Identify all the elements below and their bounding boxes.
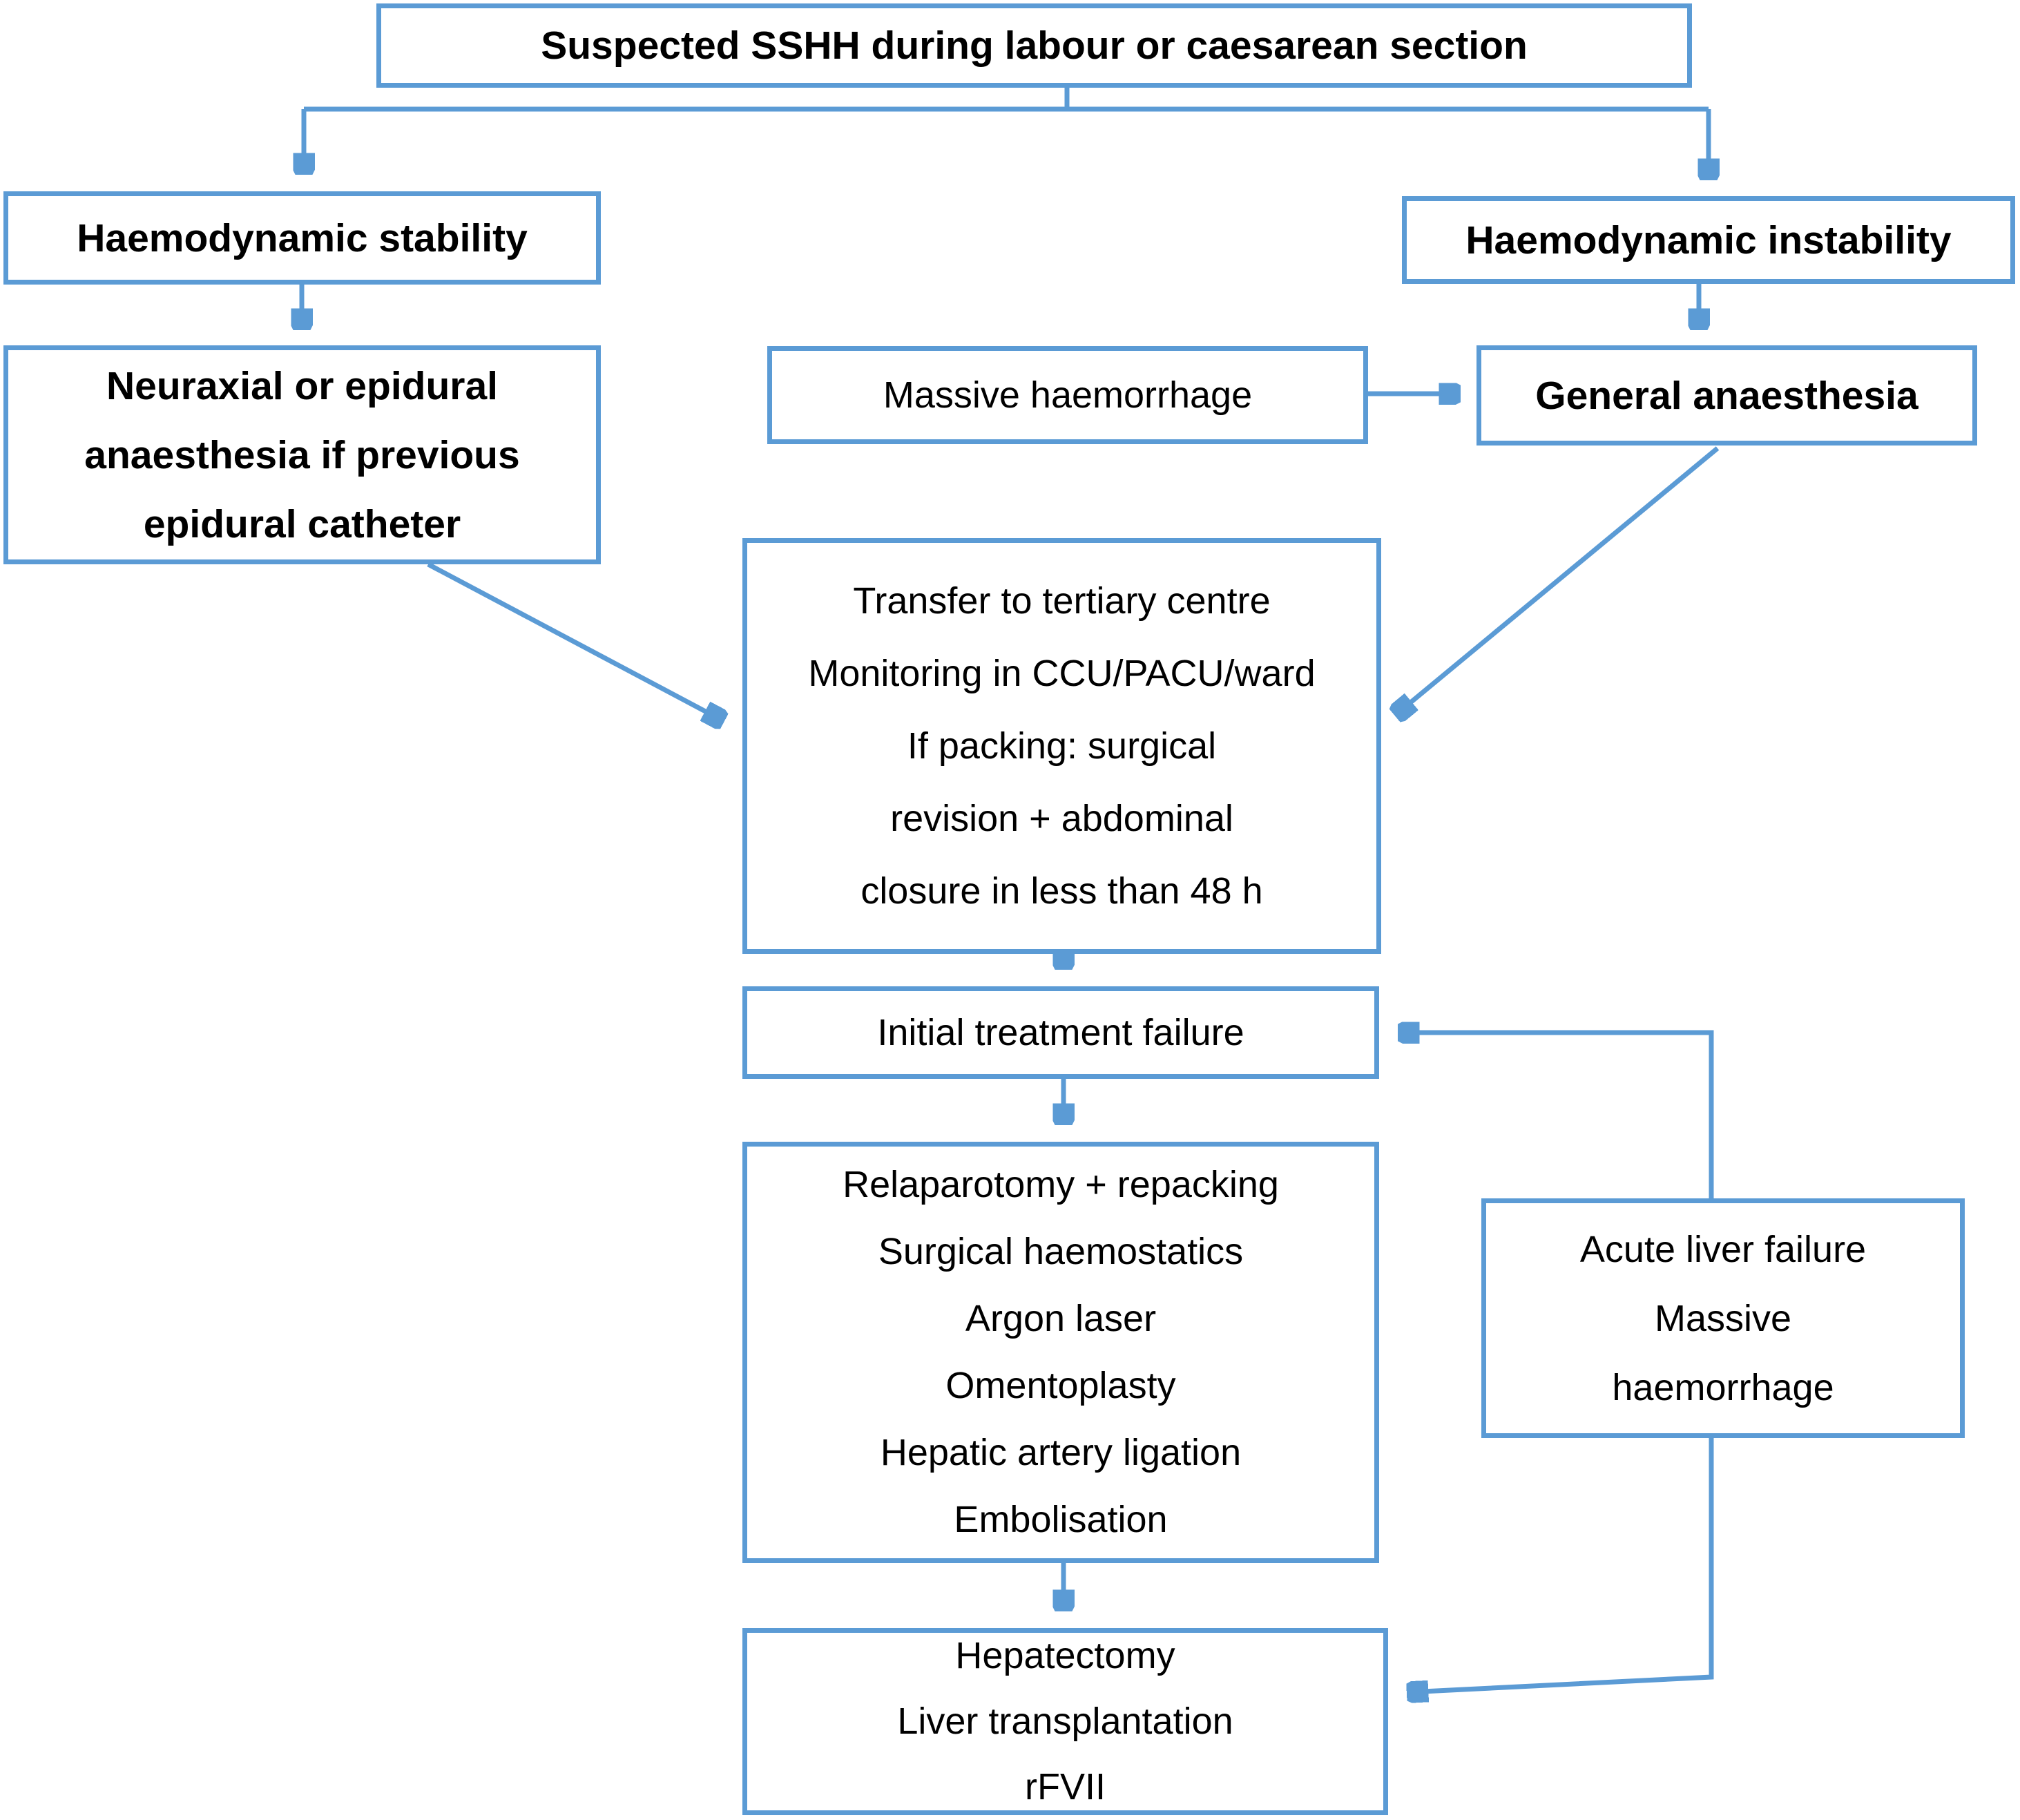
node-neuraxial-line: epidural catheter	[143, 501, 461, 546]
node-transfer-line: closure in less than 48 h	[860, 870, 1263, 912]
node-acute-line: haemorrhage	[1612, 1366, 1834, 1408]
node-haemodynamic-stability: Haemodynamic stability	[3, 191, 601, 285]
node-massive-haemorrhage: Massive haemorrhage	[767, 346, 1368, 444]
node-general-anaesthesia-label: General anaesthesia	[1535, 373, 1918, 418]
node-massive-haemorrhage-label: Massive haemorrhage	[883, 374, 1253, 416]
node-hepatectomy-line: rFVII	[1025, 1766, 1106, 1808]
node-relaparotomy-line: Hepatic artery ligation	[880, 1432, 1242, 1473]
node-haemodynamic-instability: Haemodynamic instability	[1402, 196, 2015, 284]
node-general-anaesthesia: General anaesthesia	[1476, 345, 1977, 446]
node-relaparotomy-line: Argon laser	[965, 1298, 1157, 1339]
node-acute-line: Massive	[1654, 1297, 1792, 1339]
node-relaparotomy-line: Embolisation	[954, 1499, 1168, 1540]
node-transfer-tertiary-centre: Transfer to tertiary centre Monitoring i…	[742, 538, 1381, 954]
node-neuraxial-line: Neuraxial or epidural	[106, 363, 499, 408]
node-relaparotomy-line: Surgical haemostatics	[878, 1231, 1244, 1272]
node-transfer-line: revision + abdominal	[890, 797, 1233, 839]
node-transfer-line: Transfer to tertiary centre	[853, 579, 1271, 622]
node-suspected-sshh: Suspected SSHH during labour or caesarea…	[376, 3, 1692, 88]
node-haemodynamic-instability-label: Haemodynamic instability	[1465, 218, 1952, 262]
node-hepatectomy-transplantation: Hepatectomy Liver transplantation rFVII	[742, 1628, 1388, 1815]
node-transfer-line: Monitoring in CCU/PACU/ward	[808, 652, 1316, 694]
edge-general-to-transfer	[1396, 446, 1720, 714]
node-relaparotomy-line: Relaparotomy + repacking	[843, 1164, 1279, 1205]
node-hepatectomy-line: Liver transplantation	[897, 1701, 1233, 1742]
node-acute-liver-failure: Acute liver failure Massive haemorrhage	[1481, 1198, 1965, 1438]
node-initial-treatment-failure: Initial treatment failure	[742, 986, 1379, 1079]
node-relaparotomy-line: Omentoplasty	[945, 1365, 1176, 1406]
node-neuraxial-line: anaesthesia if previous	[84, 432, 520, 477]
node-transfer-line: If packing: surgical	[907, 725, 1217, 767]
node-haemodynamic-stability-label: Haemodynamic stability	[77, 215, 528, 260]
node-neuraxial-epidural: Neuraxial or epidural anaesthesia if pre…	[3, 345, 601, 564]
node-hepatectomy-line: Hepatectomy	[955, 1635, 1175, 1676]
node-acute-line: Acute liver failure	[1579, 1228, 1867, 1270]
node-relaparotomy-options: Relaparotomy + repacking Surgical haemos…	[742, 1142, 1379, 1563]
edge-acute-to-initial	[1400, 1033, 1714, 1198]
node-suspected-sshh-label: Suspected SSHH during labour or caesarea…	[541, 23, 1528, 68]
node-initial-treatment-failure-label: Initial treatment failure	[877, 1012, 1244, 1053]
edge-acute-to-hepatectomy	[1409, 1438, 1714, 1692]
edge-neuraxial-to-transfer	[427, 562, 722, 720]
